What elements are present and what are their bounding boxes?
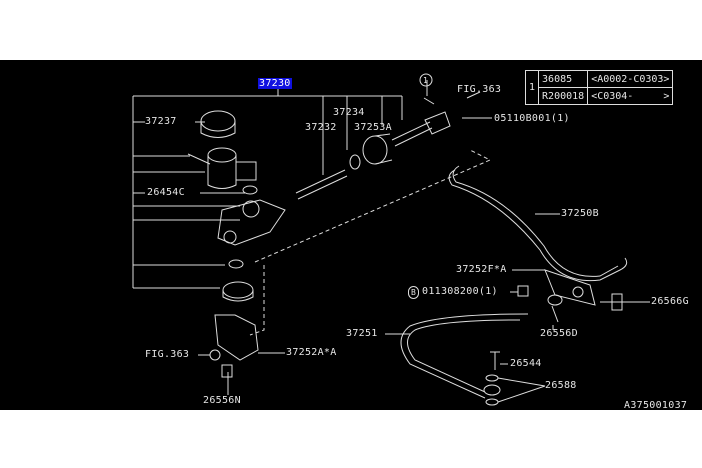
label-37250b[interactable]: 37250B (561, 208, 599, 219)
label-26566g[interactable]: 26566G (651, 296, 689, 307)
applicability-table: 1 36085 <A0002-C0303> R200018 <C0304- > (524, 70, 674, 105)
label-37253a[interactable]: 37253A (354, 122, 392, 133)
label-26556n[interactable]: 26556N (203, 395, 241, 406)
table-range: <A0002-C0303> (587, 70, 674, 88)
label-26556d[interactable]: 26556D (540, 328, 578, 339)
label-37252f-a[interactable]: 37252F*A (456, 264, 507, 275)
assembly-label[interactable]: 37230 (258, 78, 292, 89)
fig-ref-top[interactable]: FIG.363 (457, 84, 502, 95)
callout-marker: 1 (423, 76, 429, 85)
label-37234[interactable]: 37234 (333, 107, 365, 118)
label-37251[interactable]: 37251 (346, 328, 378, 339)
label-05110b001[interactable]: 05110B001(1) (494, 113, 570, 124)
table-marker: 1 (524, 70, 540, 105)
table-range: <C0304- > (587, 87, 674, 105)
label-37252a-a[interactable]: 37252A*A (286, 347, 337, 358)
b-marker: B (408, 286, 420, 299)
label-26454c[interactable]: 26454C (147, 187, 185, 198)
table-part[interactable]: R200018 (538, 87, 589, 105)
label-37232[interactable]: 37232 (305, 122, 337, 133)
drawing-id: A375001037 (624, 400, 688, 411)
label-011308200[interactable]: 011308200(1) (422, 286, 498, 297)
label-26544[interactable]: 26544 (510, 358, 542, 369)
label-26588[interactable]: 26588 (545, 380, 577, 391)
table-part[interactable]: 36085 (538, 70, 589, 88)
label-37237[interactable]: 37237 (145, 116, 177, 127)
fig-ref-bottom[interactable]: FIG.363 (145, 349, 190, 360)
diagram-canvas (0, 60, 702, 410)
